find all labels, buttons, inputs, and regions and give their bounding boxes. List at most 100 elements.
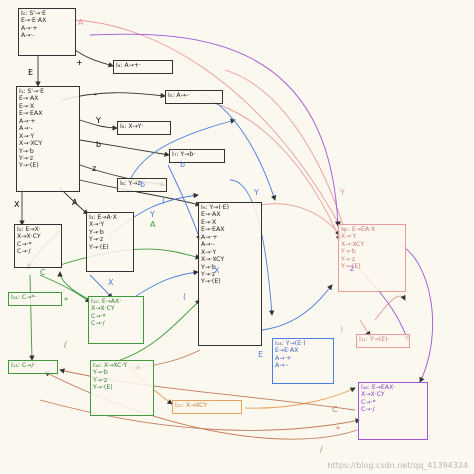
edge-i2-i13 (29, 274, 35, 361)
state-i16: I₁₆: X→XC·Y Y→·b Y→·z Y→·(E) (90, 360, 154, 416)
edge-label: * (336, 425, 340, 434)
state-i2-line: C→·/ (17, 248, 31, 256)
edge-purple-1 (89, 33, 341, 227)
edge-label: / (64, 340, 67, 349)
state-i15: I₁₅: E→AX· X→X·CY C→·* C→·/ (88, 296, 144, 344)
state-i1-line: A→·+ (19, 117, 36, 125)
edge-i12-i2 (57, 271, 91, 301)
state-i1-line: Y→·(E) (19, 162, 39, 170)
state-i18-line: C→·* (361, 398, 376, 406)
state-i10-line: Y→·z (341, 255, 356, 263)
state-i9-line: Y→·z (201, 270, 216, 278)
state-i15-line: C→·/ (91, 320, 105, 328)
state-i1-line: A→·- (19, 125, 33, 133)
edge-i14-a (69, 19, 341, 227)
edge-blue-1 (129, 118, 236, 181)
edge-label: A (78, 18, 84, 27)
state-i9-line: E→·X (201, 218, 217, 226)
state-i1-line: Y→·b (19, 147, 34, 155)
state-i3: I₃: E→A·X X→·Y Y→·b Y→·z Y→·(E) (86, 212, 134, 272)
edge-label: E (258, 350, 264, 359)
state-i2-title: I₂: E→X· (17, 226, 41, 233)
edge-label: X (108, 278, 114, 287)
state-i1-line: E→·AX (19, 95, 39, 103)
state-i16-line: Y→·(E) (93, 384, 113, 392)
state-i1-line: Y→·z (19, 154, 34, 162)
edge-label: C (332, 405, 338, 414)
state-i11-title: I₁₁: Y→(E)· (359, 336, 390, 343)
state-i17-title: I₁₇: X→XCY· (175, 402, 210, 409)
state-i13: I₁₃: C→/· (8, 360, 58, 374)
state-i4: I₄: A→+· (113, 60, 173, 74)
state-i18-line: C→·/ (361, 406, 375, 414)
state-i15-line: X→X·CY (91, 305, 115, 313)
state-i1-line: E→·EAX (19, 110, 43, 118)
state-i17: I₁₇: X→XCY· (172, 400, 242, 414)
edge-label: z (350, 264, 355, 273)
edge-label: X (14, 200, 20, 209)
state-i9-line: X→·Y (201, 248, 217, 256)
state-i8-title: I₈: Y→z· (120, 180, 143, 187)
edge-pink-4 (259, 203, 341, 236)
state-i4-title: I₄: A→+· (116, 62, 141, 69)
state-i16-title: I₁₆: X→XC·Y (93, 362, 128, 369)
state-i8: I₈: Y→z· (117, 178, 167, 192)
state-i18: I₁₈: E→EAX· X→X·CY C→·* C→·/ (358, 382, 428, 440)
state-i9-line: E→·EAX (201, 226, 225, 234)
edge-i0-i4 (74, 49, 114, 68)
state-i9-line: A→·+ (201, 233, 218, 241)
state-i9-line: X→·XCY (201, 256, 225, 264)
edge-label: + (76, 58, 83, 67)
edge-blue-7 (261, 284, 333, 331)
state-i12-title: I₁₂: C→*· (11, 294, 37, 301)
state-i9: I₉: Y→(·E) E→·AX E→·X E→·EAX A→·+ A→·- X… (198, 202, 262, 346)
edge-label: C (40, 268, 46, 277)
state-i6-title: I₆: X→Y· (120, 123, 144, 130)
state-i0-title: I₀: S'→·E (21, 10, 47, 17)
edge-i10-i18 (399, 244, 433, 383)
edge-i1-i6 (79, 119, 118, 131)
edge-pink-5 (374, 294, 406, 321)
edge-label: b (180, 160, 186, 169)
state-i2-line: X→X·CY (17, 233, 41, 241)
edge-label: E (28, 68, 34, 77)
edge-label: Y (340, 188, 345, 197)
state-i6: I₆: X→Y· (117, 121, 171, 135)
edge-i10-i11 (359, 319, 371, 337)
state-i1-line: X→·XCY (19, 140, 43, 148)
state-i10-line: X→·Y (341, 233, 357, 241)
watermark: https://blog.csdn.net/qq_41394324 (327, 461, 468, 470)
state-i5: I₅: A→-· (165, 90, 223, 104)
edge-label: * (64, 296, 68, 305)
state-i18-line: X→X·CY (361, 391, 385, 399)
edge-i1-i9 (79, 179, 201, 207)
edge-label: A (150, 220, 156, 229)
state-i5-title: I₅: A→-· (168, 92, 190, 99)
state-i3-line: X→·Y (89, 221, 105, 229)
state-i1-title: I₁: S'→·E (19, 88, 45, 95)
edge-label: - (94, 90, 97, 99)
edge-i16-i9 (119, 299, 201, 361)
state-i3-line: Y→·b (89, 228, 104, 236)
state-i16-line: Y→·b (93, 369, 108, 377)
state-i15-title: I₁₅: E→AX· (91, 298, 122, 305)
state-i12: I₁₂: C→*· (8, 292, 62, 306)
edge-i2-i12 (39, 274, 91, 303)
state-i18-title: I₁₈: E→EAX· (361, 384, 396, 391)
state-i1-line: E→·X (19, 102, 35, 110)
state-i7-title: I₇: Y→b· (172, 151, 196, 158)
edge-blue-8 (129, 269, 199, 301)
edge-label: ) (340, 325, 344, 334)
edge-label: Y (96, 116, 101, 125)
edge-green-3 (59, 248, 201, 266)
state-i10-line: X→·XCY (341, 240, 365, 248)
state-i14-line: A→·+ (275, 354, 292, 362)
edge-blue-2 (204, 94, 277, 201)
edge-label: ( (162, 196, 166, 205)
state-i9-line: A→·- (201, 241, 215, 249)
state-i10-title: I₁₀: E→EA·X (341, 226, 376, 233)
state-i15-line: C→·* (91, 312, 106, 320)
edge-i1-i7 (79, 139, 170, 157)
state-i3-line: Y→·(E) (89, 243, 109, 251)
